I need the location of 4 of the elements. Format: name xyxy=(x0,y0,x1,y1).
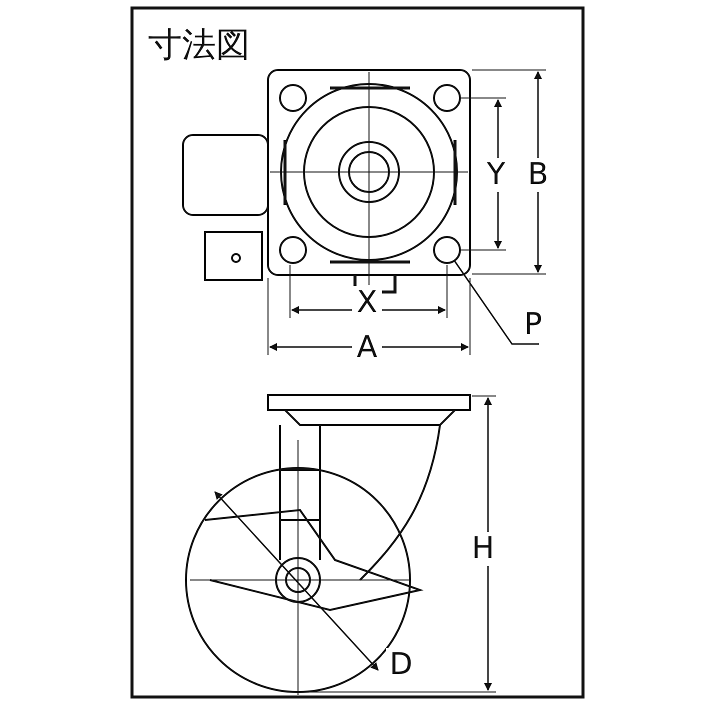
leader-line xyxy=(454,260,539,345)
drawing-title: 寸法図 xyxy=(148,25,251,65)
mounting-hole xyxy=(433,236,461,264)
callout-letter: P xyxy=(518,308,548,344)
